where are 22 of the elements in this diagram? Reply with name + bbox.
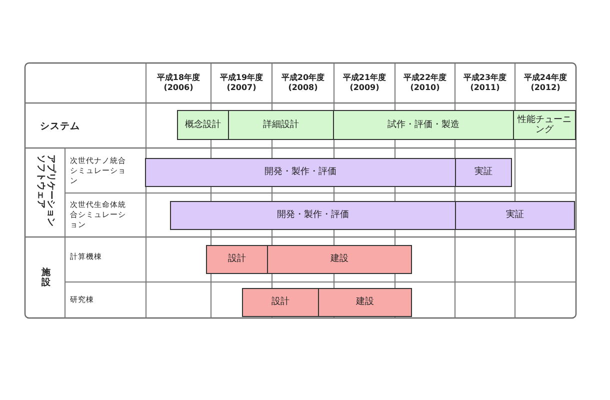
schedule-bar: 実証 [455, 201, 575, 230]
year-header: 平成18年度 (2006) [156, 73, 202, 93]
schedule-bar: 詳細設計 [228, 110, 334, 140]
schedule-bar: 設計 [242, 288, 319, 317]
row-header: システム [40, 120, 80, 132]
year-header: 平成20年度 (2008) [280, 73, 326, 93]
schedule-bar: 設計 [206, 245, 268, 274]
year-header: 平成23年度 (2011) [462, 73, 508, 93]
schedule-bar: 開発・製作・評価 [170, 201, 456, 230]
schedule-bar: 試作・評価・製造 [333, 110, 514, 140]
schedule-bar: 建設 [267, 245, 412, 274]
schedule-bar: 実証 [455, 158, 512, 187]
year-header: 平成21年度 (2009) [342, 73, 388, 93]
year-header: 平成19年度 (2007) [218, 73, 264, 93]
category-header: 施設 [41, 268, 51, 288]
year-header: 平成24年度 (2012) [522, 73, 568, 93]
year-header: 平成22年度 (2010) [402, 73, 448, 93]
schedule-bar: 性能チューニング [513, 110, 576, 140]
schedule-bar: 建設 [318, 288, 412, 317]
schedule-bar: 概念設計 [177, 110, 229, 140]
schedule-bar: 開発・製作・評価 [145, 158, 456, 187]
category-header: アプリケーションソフトウェア [34, 154, 56, 228]
